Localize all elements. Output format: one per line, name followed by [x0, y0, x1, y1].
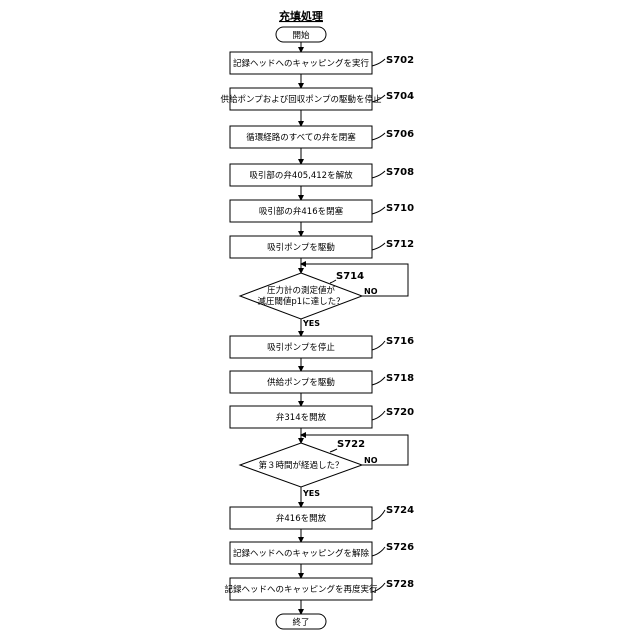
- step-leader: [372, 207, 385, 214]
- process-label: 記録ヘッドへのキャッピングを解除: [233, 548, 370, 559]
- flowchart-title: 充填処理: [279, 9, 323, 23]
- step-leader: [330, 449, 337, 452]
- step-leader: [372, 341, 385, 350]
- step-number: S708: [386, 167, 414, 178]
- process-label: 循環経路のすべての弁を閉塞: [246, 132, 356, 143]
- decision-step-number: S722: [337, 439, 365, 450]
- step-leader: [372, 171, 385, 178]
- step-leader: [372, 377, 385, 385]
- start-label: 開始: [292, 30, 310, 41]
- decision-label-line2: 減圧閾値p1に達した？: [257, 296, 344, 307]
- step-leader: [372, 547, 385, 556]
- no-label: NO: [364, 456, 378, 465]
- step-number: S724: [386, 505, 414, 516]
- process-label: 吸引部の弁416を閉塞: [259, 206, 344, 217]
- no-label: NO: [364, 287, 378, 296]
- step-number: S728: [386, 579, 414, 590]
- yes-label: YES: [302, 319, 320, 328]
- process-label: 記録ヘッドへのキャッピングを再度実行: [224, 584, 378, 595]
- step-number: S702: [386, 55, 414, 66]
- decision-step-number: S714: [336, 271, 364, 282]
- step-number: S706: [386, 129, 414, 140]
- step-number: S726: [386, 542, 414, 553]
- step-number: S720: [386, 407, 414, 418]
- yes-label: YES: [302, 489, 320, 498]
- step-number: S710: [386, 203, 414, 214]
- step-number: S712: [386, 239, 414, 250]
- step-leader: [372, 59, 385, 66]
- step-number: S718: [386, 373, 414, 384]
- decision-label-line1: 圧力計の測定値が: [267, 285, 336, 296]
- step-leader: [372, 243, 385, 250]
- process-label: 吸引部の弁405,412を解放: [249, 170, 353, 181]
- decision-label-line1: 第３時間が経過した？: [258, 460, 343, 471]
- end-label: 終了: [292, 617, 309, 628]
- step-leader: [372, 510, 385, 521]
- process-label: 供給ポンプおよび回収ポンプの駆動を停止: [221, 94, 382, 105]
- step-leader: [372, 411, 385, 420]
- step-leader: [372, 133, 385, 140]
- step-number: S704: [386, 91, 414, 102]
- process-label: 吸引ポンプを駆動: [267, 242, 335, 253]
- process-label: 弁314を開放: [276, 412, 327, 423]
- process-label: 弁416を開放: [276, 513, 327, 524]
- process-label: 記録ヘッドへのキャッピングを実行: [233, 58, 370, 69]
- step-number: S716: [386, 336, 414, 347]
- process-label: 吸引ポンプを停止: [267, 342, 335, 353]
- process-label: 供給ポンプを駆動: [267, 377, 335, 388]
